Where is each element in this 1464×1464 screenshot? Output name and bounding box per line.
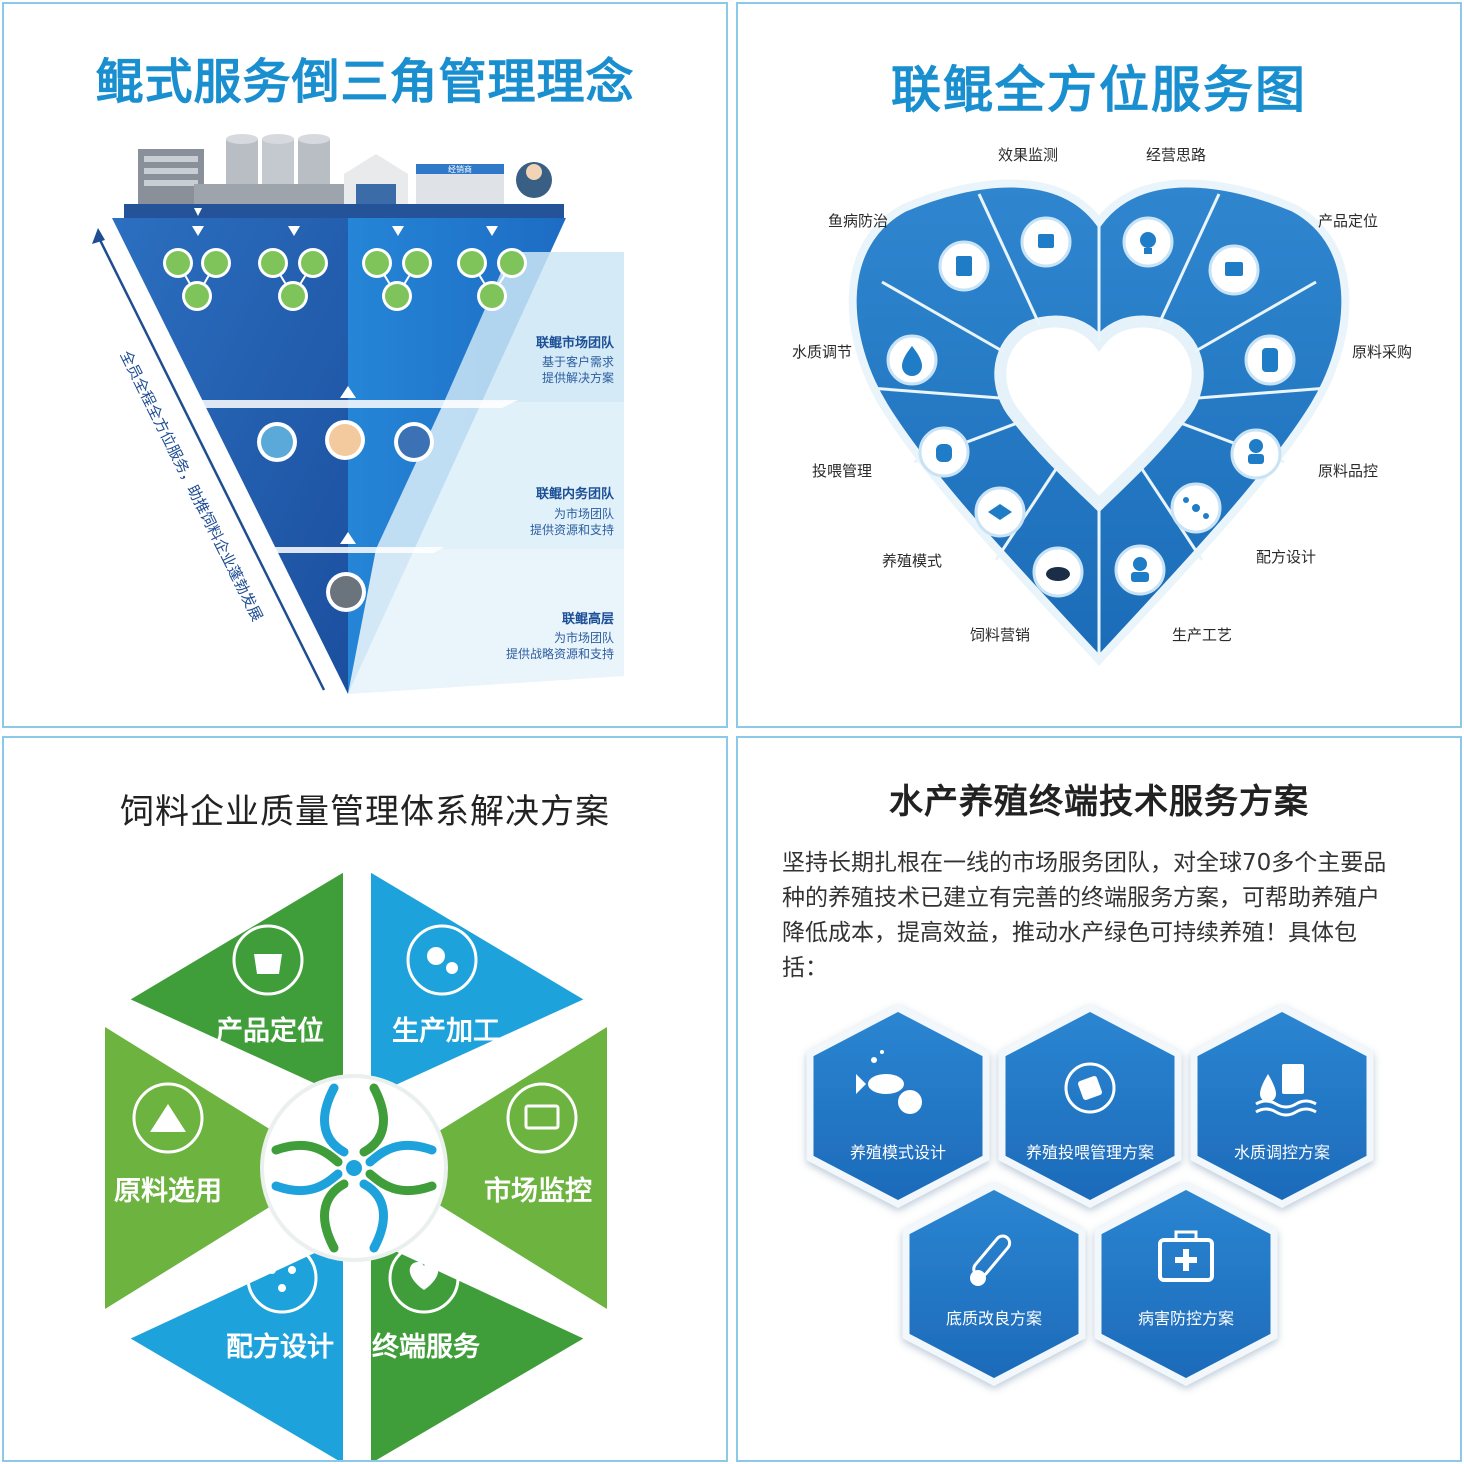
hex-label: 养殖模式设计 bbox=[850, 1143, 946, 1162]
hex-labels: 养殖模式设计 养殖投喂管理方案 水质调控方案 底质改良方案 病害防控方案 bbox=[850, 1143, 1330, 1328]
hex-icons bbox=[856, 1050, 1317, 1286]
panel-aquaculture-service: 水产养殖终端技术服务方案 坚持长期扎根在一线的市场服务团队，对全球70多个主要品… bbox=[736, 736, 1462, 1462]
thermometer-icon bbox=[970, 1234, 1012, 1286]
heart-label: 经营思路 bbox=[1146, 146, 1206, 164]
panel3-title: 饲料企业质量管理体系解决方案 bbox=[120, 792, 610, 832]
segment-raw-material bbox=[95, 1013, 347, 1323]
hex-label: 病害防控方案 bbox=[1138, 1309, 1234, 1328]
first-aid-kit-icon bbox=[1158, 1230, 1214, 1282]
panel-heart-service: 联鲲全方位服务图 bbox=[736, 2, 1462, 728]
segment-label: 生产加工 bbox=[392, 1016, 500, 1047]
segment-label: 原料选用 bbox=[114, 1176, 222, 1207]
heart-label: 鱼病防治 bbox=[828, 212, 888, 230]
shopping-bag-icon bbox=[232, 924, 304, 996]
hex-substrate-improvement bbox=[902, 1182, 1086, 1386]
inverted-triangle-diagram: 经销商 bbox=[92, 134, 624, 694]
factory-buildings-icon bbox=[138, 134, 552, 208]
segment-product-positioning bbox=[115, 859, 353, 1109]
heart-label: 效果监测 bbox=[998, 146, 1058, 164]
heart-label: 养殖模式 bbox=[882, 552, 942, 570]
svg-text:联鲲内务团队: 联鲲内务团队 bbox=[536, 486, 615, 502]
svg-text:为市场团队: 为市场团队 bbox=[554, 506, 614, 521]
hex-disease-prevention bbox=[1094, 1182, 1278, 1386]
hex-feeding-management bbox=[998, 1004, 1182, 1208]
market-team-people-icons bbox=[163, 248, 527, 311]
layer-labels: 联鲲市场团队 基于客户需求 提供解决方案 联鲲内务团队 为市场团队 提供资源和支… bbox=[506, 335, 615, 661]
panel-inverted-triangle: 鲲式服务倒三角管理理念 bbox=[2, 2, 728, 728]
segment-production bbox=[361, 859, 599, 1109]
heart-label: 生产工艺 bbox=[1172, 626, 1232, 644]
heart-label: 原料品控 bbox=[1318, 462, 1378, 480]
fish-icon bbox=[856, 1050, 922, 1114]
intro-paragraph: 坚持长期扎根在一线的市场服务团队，对全球70多个主要品种的养殖技术已建立有完善的… bbox=[782, 850, 1387, 981]
segment-labels: 产品定位 生产加工 市场监控 终端服务 配方设计 原料选用 bbox=[114, 1015, 592, 1363]
svg-text:提供解决方案: 提供解决方案 bbox=[542, 370, 614, 385]
panel2-title: 联鲲全方位服务图 bbox=[891, 61, 1307, 119]
heart-label: 水质调节 bbox=[792, 343, 852, 361]
svg-text:联鲲高层: 联鲲高层 bbox=[562, 611, 614, 627]
segment-icons bbox=[132, 924, 578, 1314]
heart-hand-icon bbox=[388, 1242, 460, 1314]
segment-formula-design bbox=[115, 1227, 353, 1460]
hexagon-service-grid: 养殖模式设计 养殖投喂管理方案 水质调控方案 底质改良方案 病害防控方案 bbox=[806, 1004, 1374, 1386]
hex-label: 水质调控方案 bbox=[1234, 1143, 1330, 1162]
hexagon-diagram: 产品定位 生产加工 市场监控 终端服务 配方设计 原料选用 bbox=[95, 859, 617, 1460]
segment-market-monitoring bbox=[365, 1013, 617, 1323]
panel-hexagon-quality: 饲料企业质量管理体系解决方案 bbox=[2, 736, 728, 1462]
segment-label: 配方设计 bbox=[226, 1331, 334, 1363]
segment-label: 产品定位 bbox=[216, 1015, 324, 1047]
triangle-left-face bbox=[112, 218, 348, 694]
svg-text:基于客户需求: 基于客户需求 bbox=[542, 354, 614, 369]
heart-label: 原料采购 bbox=[1352, 343, 1412, 361]
svg-text:提供资源和支持: 提供资源和支持 bbox=[530, 522, 614, 537]
heart-label: 配方设计 bbox=[1256, 548, 1316, 566]
panel4-title: 水产养殖终端技术服务方案 bbox=[889, 782, 1309, 822]
heart-label: 产品定位 bbox=[1318, 212, 1378, 230]
heart-label: 饲料营销 bbox=[970, 626, 1030, 644]
center-logo-mark bbox=[271, 1083, 437, 1253]
dealer-sign-text: 经销商 bbox=[448, 164, 472, 174]
svg-text:联鲲市场团队: 联鲲市场团队 bbox=[536, 335, 615, 351]
feeding-cycle-icon bbox=[1064, 1062, 1116, 1114]
mountain-icon bbox=[132, 1082, 204, 1154]
panel1-title: 鲲式服务倒三角管理理念 bbox=[95, 54, 635, 110]
water-tank-icon bbox=[1255, 1064, 1317, 1117]
svg-text:为市场团队: 为市场团队 bbox=[554, 630, 614, 645]
molecule-network-icon bbox=[246, 1242, 318, 1314]
hex-label: 养殖投喂管理方案 bbox=[1026, 1143, 1154, 1162]
segment-label: 终端服务 bbox=[372, 1331, 480, 1363]
executive-person-icon bbox=[326, 572, 366, 612]
gears-icon bbox=[406, 924, 478, 996]
heart-segment-icons bbox=[886, 216, 1296, 598]
hex-farming-design bbox=[806, 1004, 990, 1208]
hex-label: 底质改良方案 bbox=[946, 1309, 1042, 1328]
internal-team-people-icons bbox=[257, 420, 434, 462]
monitor-chart-icon bbox=[506, 1082, 578, 1154]
heart-labels: 效果监测 经营思路 产品定位 原料采购 原料品控 配方设计 生产工艺 饲料营销 … bbox=[792, 146, 1412, 644]
heart-label: 投喂管理 bbox=[812, 462, 872, 480]
heart-diagram: 效果监测 经营思路 产品定位 原料采购 原料品控 配方设计 生产工艺 饲料营销 … bbox=[792, 146, 1412, 666]
segment-label: 市场监控 bbox=[484, 1175, 592, 1207]
svg-text:提供战略资源和支持: 提供战略资源和支持 bbox=[506, 646, 614, 661]
